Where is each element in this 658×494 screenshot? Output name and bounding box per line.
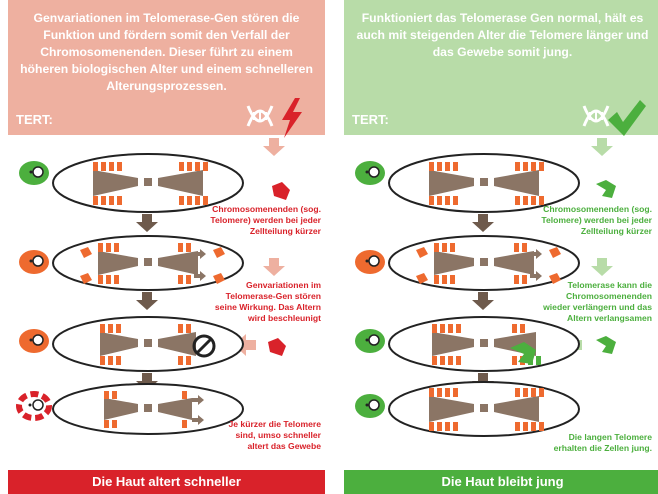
telomerase-icon — [596, 336, 616, 354]
left-annotation-1: Chromosomenenden (sog. Telomere) werden … — [210, 204, 321, 236]
down-arrow-2 — [472, 292, 494, 310]
cell-icon — [19, 329, 49, 353]
left-panel-gene-variation: Genvariationen im Telomerase-Gen stören … — [8, 0, 325, 494]
damaged-cell-icon — [16, 391, 52, 421]
cell-icon — [19, 161, 49, 185]
cell-icon — [355, 161, 385, 185]
down-arrow-1 — [472, 214, 494, 232]
salmon-arrow-left — [234, 334, 256, 356]
down-arrow-1 — [136, 214, 158, 232]
telomere-fragment-2 — [268, 338, 286, 356]
right-annotation-2: Telomerase kann die Chromosomenenden wie… — [543, 280, 652, 323]
chromosome-1 — [93, 162, 208, 205]
chromosome-2 — [416, 243, 561, 284]
left-tert-label: TERT: — [16, 112, 53, 127]
right-header: Funktioniert das Telomerase Gen normal, … — [344, 0, 658, 135]
down-arrow-3 — [136, 373, 158, 391]
right-diagram — [355, 100, 646, 437]
green-arrow-down-1 — [591, 138, 613, 156]
cell-icon — [19, 250, 49, 274]
chromosome-2 — [80, 243, 225, 284]
dna-icon — [582, 105, 610, 127]
right-annotation-1: Chromosomenenden (sog. Telomere) werden … — [541, 204, 652, 236]
chromosome-3 — [100, 324, 196, 365]
green-arrow-down-2 — [591, 258, 613, 276]
cell-icon — [355, 250, 385, 274]
chromosome-4 — [429, 388, 544, 431]
salmon-arrow-down-1 — [263, 138, 285, 156]
right-header-text: Funktioniert das Telomerase Gen normal, … — [356, 11, 649, 59]
left-diagram — [16, 98, 302, 435]
dna-icon — [246, 105, 274, 127]
blocked-icon — [192, 334, 216, 358]
telomerase-icon — [596, 180, 616, 198]
right-panel-normal-gene: Funktioniert das Telomerase Gen normal, … — [344, 0, 658, 494]
lightning-icon — [282, 98, 302, 138]
right-footer: Die Haut bleibt jung — [344, 470, 658, 494]
right-annotation-3: Die langen Telomere erhalten die Zellen … — [553, 432, 652, 453]
left-header-text: Genvariationen im Telomerase-Gen stören … — [20, 11, 313, 93]
left-annotation-2: Genvariationen im Telomerase-Gen stören … — [214, 280, 321, 323]
cell-icon — [355, 329, 385, 353]
salmon-arrow-down-2 — [263, 258, 285, 276]
checkmark-icon — [608, 100, 646, 136]
left-annotation-3: Je kürzer die Telomere sind, umso schnel… — [228, 419, 321, 451]
cell-icon — [355, 394, 385, 418]
down-arrow-2 — [136, 292, 158, 310]
telomerase-binding-icon — [510, 342, 536, 364]
chromosome-1 — [429, 162, 544, 205]
telomere-fragment-1 — [272, 182, 290, 200]
left-footer: Die Haut altert schneller — [8, 470, 325, 494]
left-header: Genvariationen im Telomerase-Gen stören … — [8, 0, 325, 135]
chromosome-4 — [104, 391, 204, 428]
right-tert-label: TERT: — [352, 112, 389, 127]
